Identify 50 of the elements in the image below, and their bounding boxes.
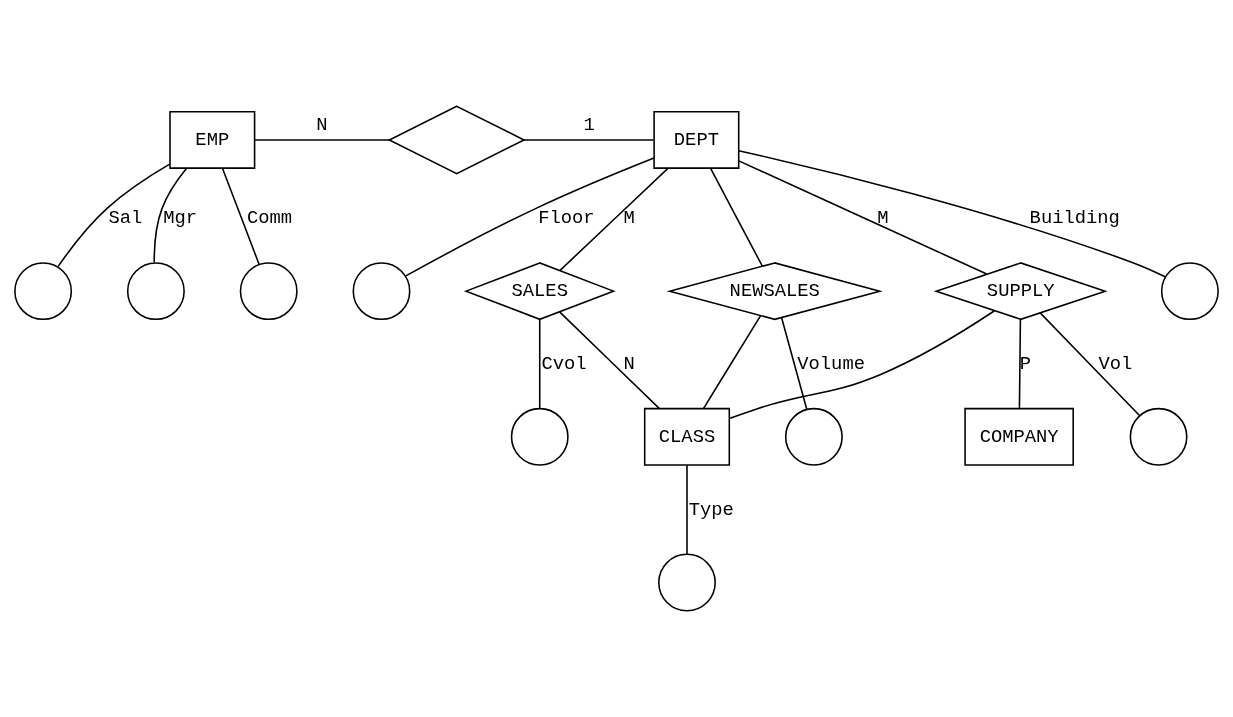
edge-label: Type: [688, 498, 734, 521]
node-circle: [14, 262, 73, 321]
edge-label: Vol: [1098, 352, 1133, 375]
connector: [538, 318, 541, 410]
node-diamond: SUPPLY: [933, 262, 1108, 321]
edge-label: 1: [583, 113, 595, 136]
connector: [523, 139, 655, 141]
node-box: COMPANY: [964, 407, 1074, 466]
edge-label: Floor: [538, 207, 595, 230]
edge-label: Mgr: [163, 207, 198, 230]
connector: [1018, 318, 1022, 410]
node-diamond: SALES: [463, 262, 616, 321]
node-circle: [239, 262, 298, 321]
node-circle: [1160, 262, 1219, 321]
connector: [737, 149, 1166, 278]
edge-label: M: [877, 207, 889, 230]
node-circle: [784, 407, 843, 466]
connector: [710, 167, 764, 267]
node-circle: [1129, 407, 1188, 466]
connector: [780, 316, 808, 411]
edge-label: N: [623, 352, 635, 375]
connector: [221, 167, 260, 266]
edge-label: M: [623, 207, 635, 230]
edge-label: Volume: [797, 352, 865, 375]
node-circle: [352, 262, 411, 321]
connector: [254, 139, 391, 141]
connector: [738, 160, 988, 275]
connector: [558, 311, 661, 410]
connector: [1039, 312, 1141, 417]
node-circle: [510, 407, 569, 466]
node-box: EMP: [169, 110, 256, 169]
edge-label: Sal: [108, 207, 143, 230]
connector: [702, 314, 762, 410]
node-circle: [658, 553, 716, 612]
node-diamond: [387, 105, 526, 175]
connector: [57, 163, 171, 268]
edge-label: Cvol: [541, 352, 587, 375]
node-box: CLASS: [643, 407, 731, 466]
node-box: DEPT: [653, 110, 740, 169]
connector: [559, 167, 669, 272]
connector: [686, 464, 688, 556]
node-diamond: NEWSALES: [666, 262, 883, 321]
edge-label: P: [1019, 352, 1032, 375]
edge-label: Building: [1029, 207, 1120, 230]
connector: [405, 157, 655, 277]
edge-label: Comm: [246, 207, 293, 230]
node-circle: [126, 262, 185, 321]
edge-label: N: [316, 113, 328, 136]
connector: [153, 167, 188, 264]
connector: [729, 309, 996, 420]
